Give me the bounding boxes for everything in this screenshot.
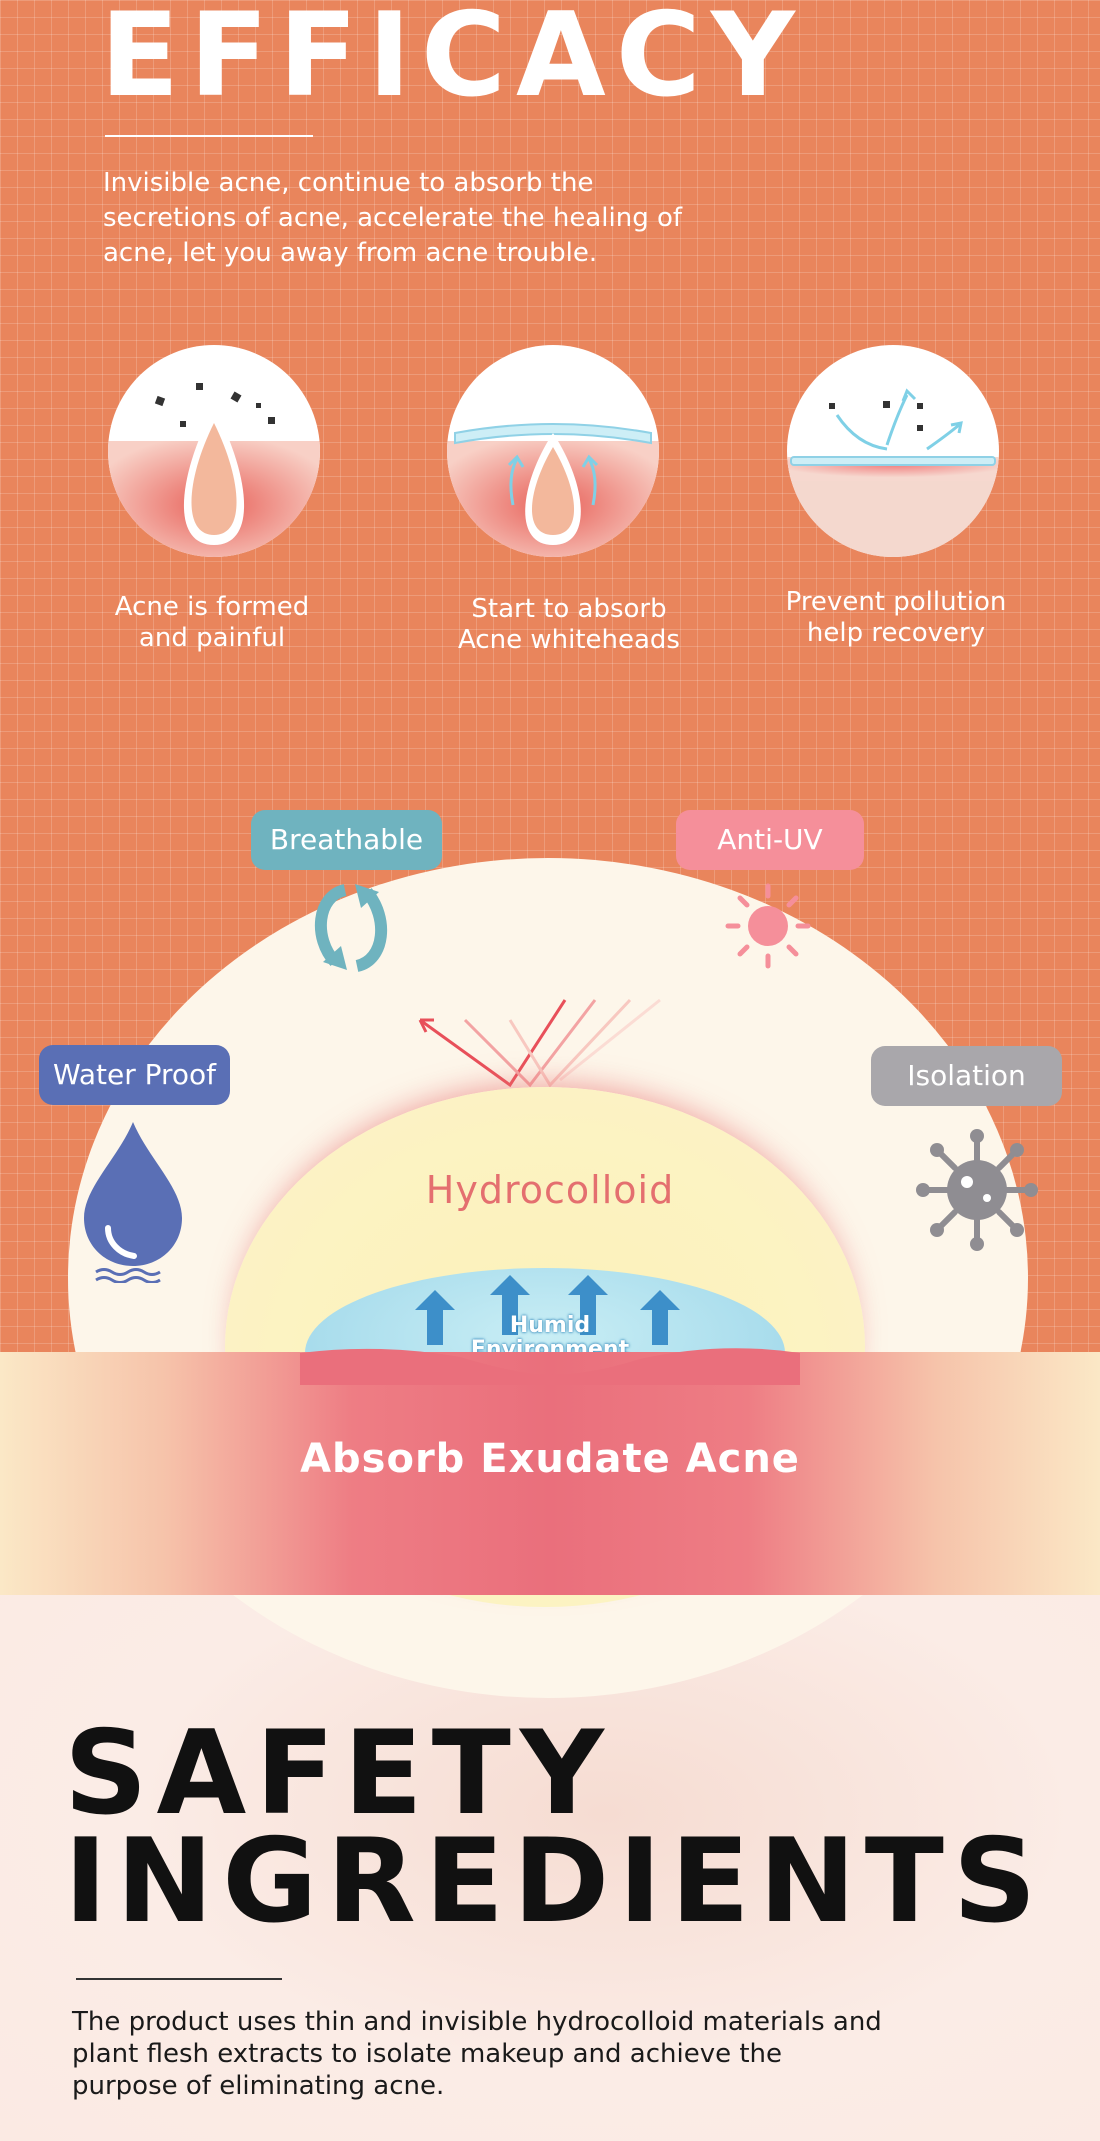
safety-underline [76,1978,282,1980]
skin-wave [300,1348,800,1385]
stage-caption-1-line2: and painful [138,623,286,653]
stage-caption-1: Acne is formed and painful [52,592,372,654]
humid-label-line1: Humid [509,1313,591,1338]
skin-layer [0,1352,1100,1595]
skin-layer-label: Absorb Exudate Acne [300,1436,800,1482]
water-drop-icon [84,1122,182,1283]
sun-icon [725,883,811,969]
stage-caption-2: Start to absorb Acne whiteheads [409,594,729,656]
stage-caption-3: Prevent pollution help recovery [736,587,1056,649]
breathable-cycle-icon [314,884,388,972]
safety-title-line2: INGREDIENTS [64,1814,1046,1949]
isolation-badge: Isolation [871,1046,1062,1106]
moisture-arrows-icon [415,1275,680,1345]
stage-caption-3-line1: Prevent pollution [785,587,1007,617]
breathable-badge: Breathable [251,810,442,870]
hydrocolloid-label: Hydrocolloid [425,1168,675,1212]
stage-caption-1-line1: Acne is formed [114,592,310,622]
safety-description: The product uses thin and invisible hydr… [72,2007,882,2101]
stage-caption-2-line1: Start to absorb [471,594,667,624]
safety-title: SAFETY INGREDIENTS [64,1706,1046,1949]
stage-caption-2-line2: Acne whiteheads [458,625,680,655]
virus-icon [916,1129,1038,1251]
stage-acne-formed-illustration [108,345,320,557]
efficacy-description: Invisible acne, continue to absorb the s… [103,168,683,268]
uv-reflect-rays-icon [418,998,661,1088]
stage-recovery-illustration [787,345,999,557]
stage-caption-3-line2: help recovery [806,618,986,648]
title-underline [105,135,313,137]
anti-uv-badge: Anti-UV [676,810,864,870]
efficacy-title: EFFICACY [100,0,805,123]
safety-title-line1: SAFETY [64,1706,613,1841]
water-proof-badge: Water Proof [39,1045,230,1105]
stage-absorb-illustration [447,345,659,557]
